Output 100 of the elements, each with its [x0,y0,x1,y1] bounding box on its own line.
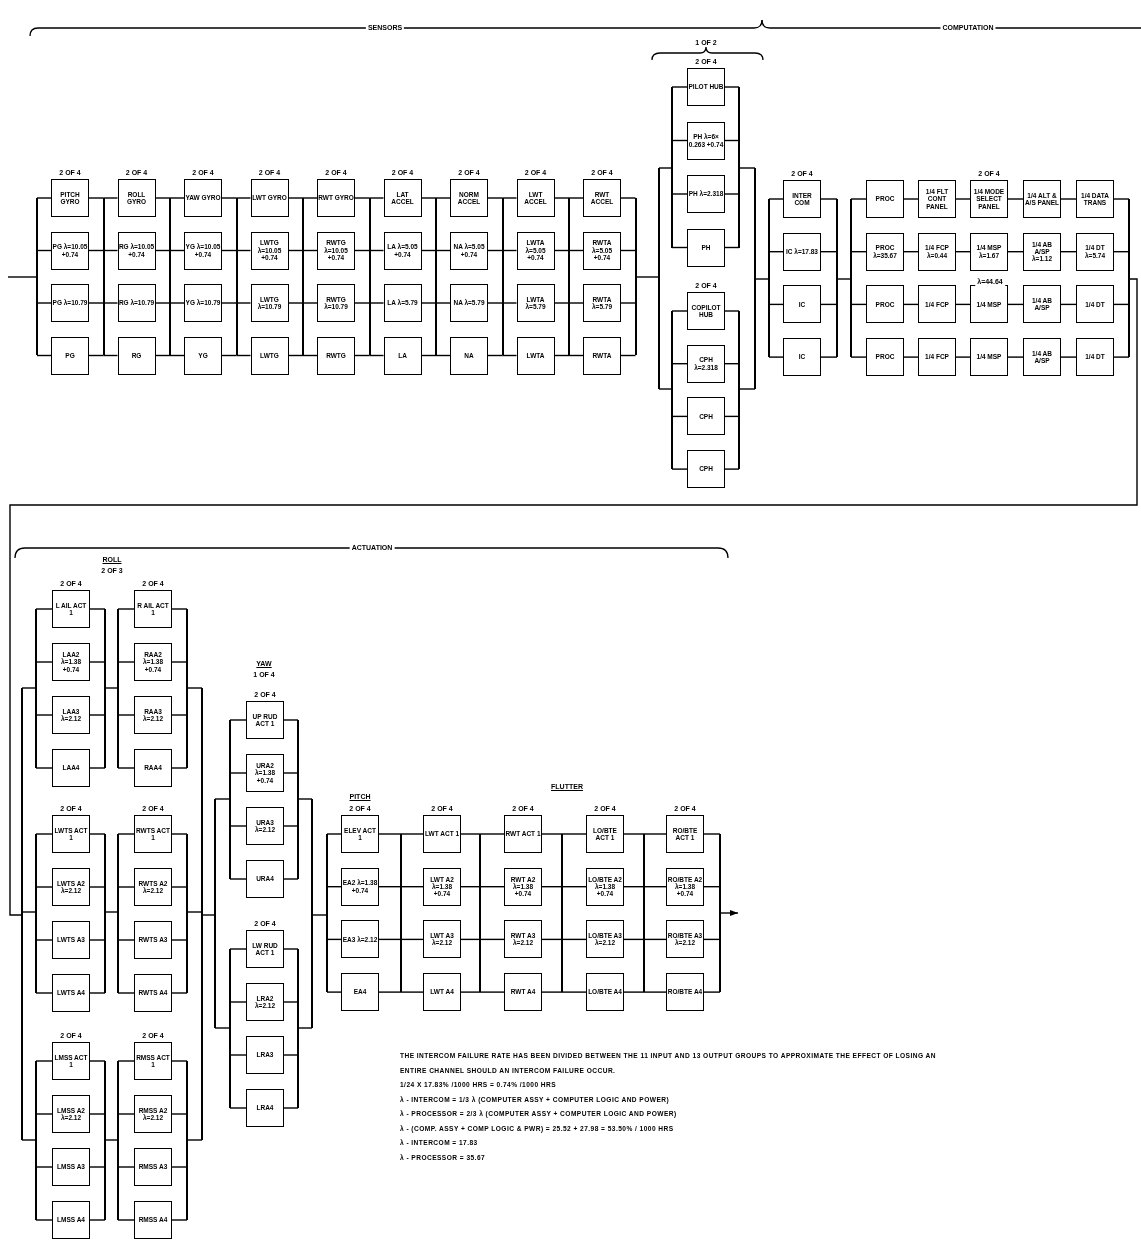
component-box [783,285,821,324]
connector-line [117,886,135,888]
component-box [383,336,422,375]
connector-line [903,356,919,358]
connector-line [368,302,385,304]
connector-line [368,197,385,199]
bus-line [229,949,231,1108]
connector-line [1113,356,1130,358]
connector-line [623,991,645,993]
connector-line [724,86,740,88]
bus-line [186,609,188,768]
connector-line [479,833,505,835]
connector-line [820,198,838,200]
connector-line [724,468,740,470]
connector-line [36,197,52,199]
connector-line [620,302,637,304]
bus-line [368,198,371,355]
bus-line [754,168,756,389]
bus-line [719,834,721,992]
connector-line [201,914,216,916]
component-box [52,921,90,959]
connector-line [561,833,587,835]
component-box [450,284,488,322]
connector-line [35,767,53,769]
connector-line [297,1027,313,1029]
connector-line [820,356,838,358]
connector-line [229,1054,247,1056]
connector-line [311,914,328,916]
connector-line [35,1166,53,1168]
component-box [246,701,284,739]
connector-line [229,772,247,774]
component-box [666,973,704,1012]
connector-line [420,197,437,199]
bus-line [738,311,740,469]
connector-line [235,197,252,199]
bus-line [186,1061,188,1220]
connector-line [169,197,185,199]
bus-line [35,609,37,768]
connector-line [283,1054,299,1056]
component-box [687,228,725,267]
connector-line [21,1139,37,1141]
connector-line [836,278,852,280]
component-box [1023,338,1061,377]
connector-line [283,1107,299,1109]
bus-line [568,198,570,355]
connector-line [35,992,53,994]
component-box [134,696,172,734]
component-box [687,450,725,489]
component-box [52,815,90,853]
connector-line [171,1060,188,1062]
connector-line [400,938,424,941]
connector-line [117,992,135,994]
component-box [423,920,461,959]
connector-line [35,1113,53,1115]
component-box [666,867,704,906]
component-box [866,285,904,324]
component-box [450,179,488,217]
connector-line [724,310,740,312]
connector-line [724,193,740,195]
connector-line [283,772,299,774]
connector-line [671,193,688,195]
component-box [52,749,90,787]
component-box [250,336,289,375]
bus-line [117,1061,119,1220]
connector-line [671,310,688,312]
connector-line [171,767,188,769]
bus-line [35,1061,37,1220]
connector-line [400,833,424,835]
component-box [687,292,725,330]
component-box [317,231,355,270]
bus-line [634,198,637,355]
connector-line [171,939,188,941]
connector-line [104,911,119,913]
connector-line [117,767,135,769]
component-box [246,807,284,845]
component-box [317,336,355,375]
component-box [250,179,289,217]
connector-line [117,661,135,663]
connector-line [186,1139,203,1141]
bus-line [102,198,105,355]
connector-line [479,886,505,888]
connector-line [35,1219,53,1221]
connector-line [671,86,688,88]
connector-line [21,911,37,913]
connector-line [541,938,563,941]
component-box [918,285,956,324]
connector-line [35,1060,53,1062]
connector-line [671,468,688,470]
connector-line [221,197,238,199]
connector-line [568,302,584,304]
component-box [134,815,172,853]
component-box [687,344,725,383]
connector-line [541,833,563,835]
connector-line [221,302,238,304]
component-box [970,285,1008,324]
component-box [134,868,172,906]
component-box [117,179,156,217]
connector-line [541,991,563,993]
component-box [918,232,956,271]
connector-line [283,948,299,950]
